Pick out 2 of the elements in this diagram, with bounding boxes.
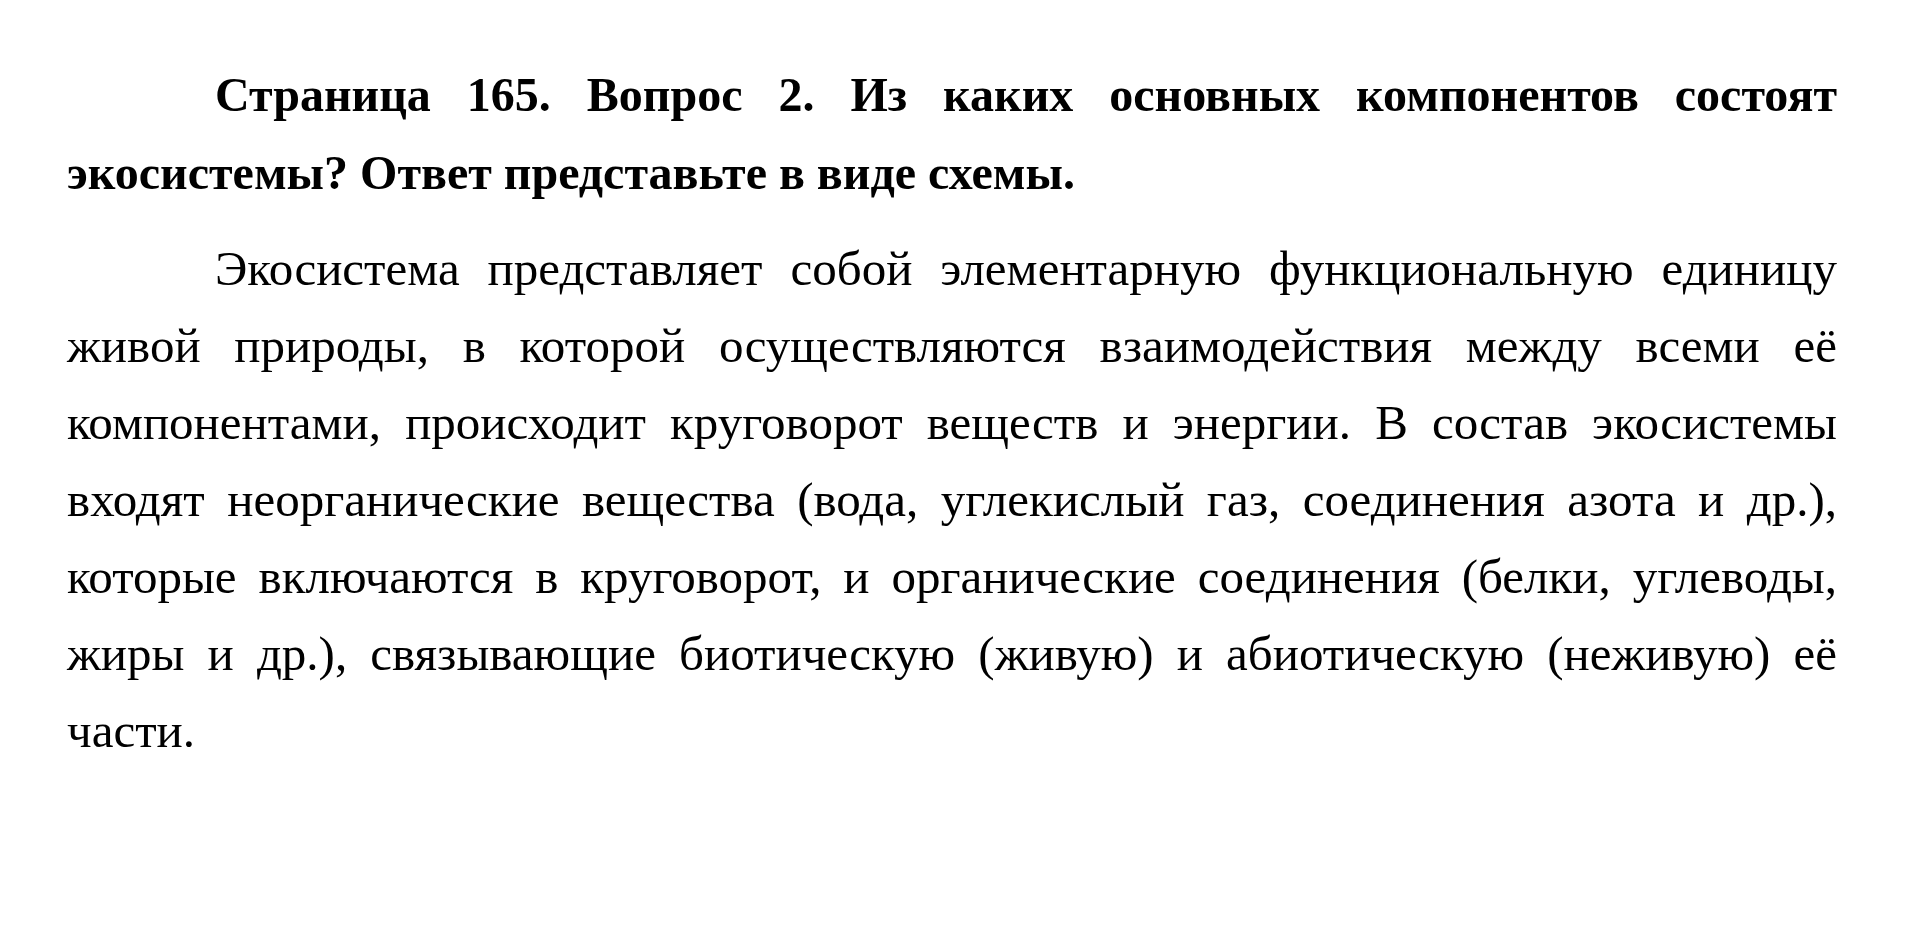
page-title: Страница 165. Вопрос 2. Из каких основных компонентов состоят экосистемы? Ответ представьте в виде схемы. (67, 67, 1837, 201)
answer-paragraph: Экосистема представляет собой элементарную функциональную единицу живой природы, в которой осуществляются взаимодействия между всеми её компонентами, происходит круговорот веществ и энергии. В состав экосистемы входят неорганические вещества (вода, углекислый газ, соединения азота и др.), которые включаются в круговорот, и органические соединения (белки, углеводы, жиры и др.), связывающие биотическую (живую) и абиотическую (неживую) её части. (67, 240, 1837, 760)
